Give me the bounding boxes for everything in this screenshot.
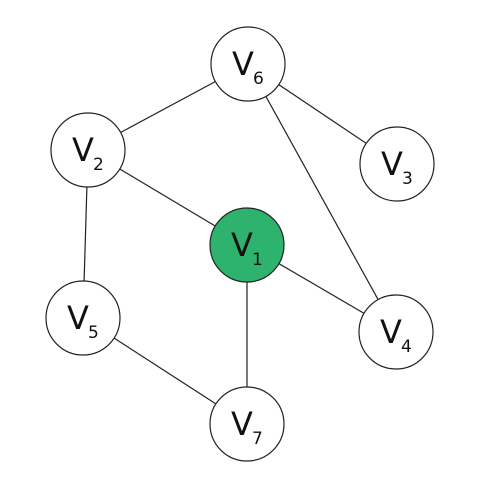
node-circle-v3 bbox=[359, 126, 435, 202]
node-subscript-v2: 2 bbox=[93, 155, 104, 175]
node-circle-v2 bbox=[50, 112, 126, 188]
node-subscript-v5: 5 bbox=[88, 323, 99, 343]
node-subscript-v3: 3 bbox=[402, 169, 413, 189]
node-label-v1: V bbox=[231, 226, 253, 264]
node-label-v7: V bbox=[231, 405, 253, 443]
node-subscript-v6: 6 bbox=[253, 69, 264, 89]
node-label-v2: V bbox=[72, 131, 94, 169]
node-circle-v4 bbox=[358, 294, 434, 370]
node-subscript-v4: 4 bbox=[401, 337, 412, 357]
node-circle-v5 bbox=[45, 280, 121, 356]
node-circle-v1 bbox=[209, 207, 285, 283]
node-label-v5: V bbox=[67, 299, 89, 337]
node-subscript-v7: 7 bbox=[252, 429, 263, 449]
node-subscript-v1: 1 bbox=[252, 250, 263, 270]
node-circle-v6 bbox=[210, 26, 286, 102]
edge-v6-v4 bbox=[247, 63, 397, 333]
node-label-v6: V bbox=[232, 45, 254, 83]
node-label-v4: V bbox=[380, 313, 402, 351]
node-label-v3: V bbox=[381, 145, 403, 183]
node-circle-v7 bbox=[209, 386, 285, 462]
